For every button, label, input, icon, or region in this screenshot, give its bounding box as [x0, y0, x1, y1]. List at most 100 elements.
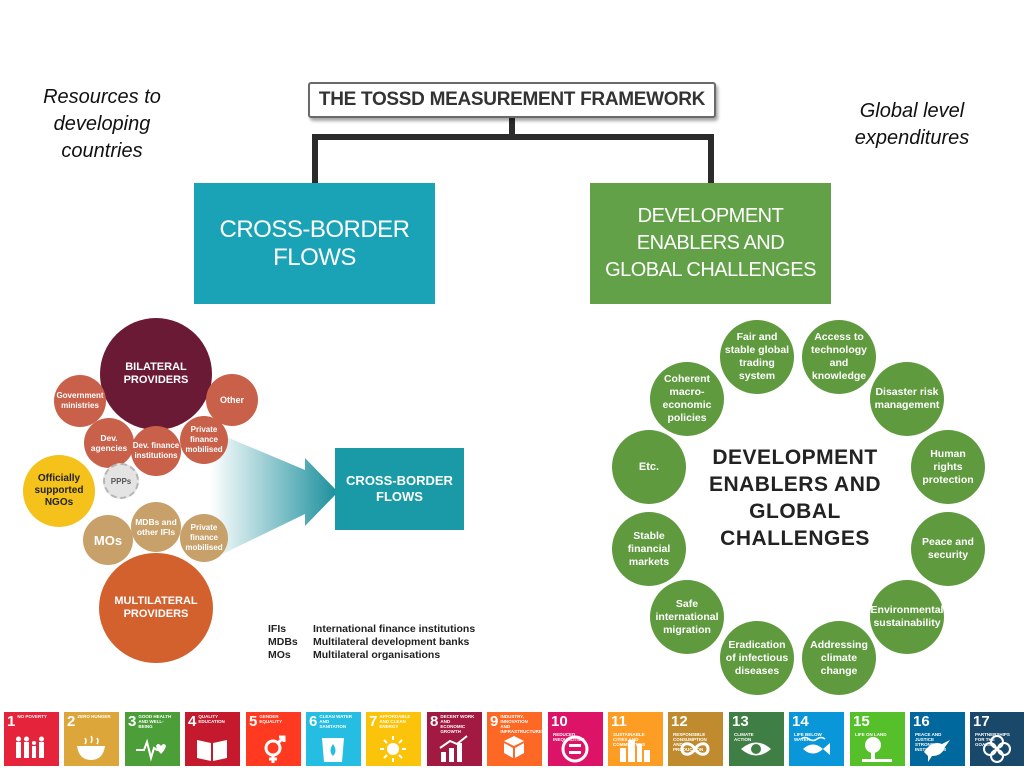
sdg-number: 5 — [249, 713, 258, 730]
growth-chart-icon — [439, 735, 468, 762]
sdg-tile-3: 3Good health and well-being — [125, 712, 180, 766]
sdg-label: Affordable and clean energy — [379, 714, 411, 729]
sdg-number: 3 — [128, 713, 137, 730]
sdg-number: 4 — [188, 713, 197, 730]
flow-arrow — [210, 430, 338, 560]
enabler-etc: Etc. — [612, 430, 686, 504]
sdg-number: 15 — [853, 713, 870, 730]
enabler-financial-markets: Stable financial markets — [612, 512, 686, 586]
sdg-number: 12 — [671, 713, 688, 730]
sdg-tile-10: 10Reduced inequalities — [548, 712, 603, 766]
equal-icon — [561, 735, 589, 763]
private-finance-top-circle: Private finance mobilised — [180, 416, 228, 464]
dove-icon — [924, 740, 950, 762]
government-ministries-circle: Government ministries — [54, 375, 106, 427]
dev-finance-institutions-circle: Dev. finance institutions — [131, 426, 181, 476]
family-icon — [16, 736, 44, 758]
sdg-number: 13 — [732, 713, 749, 730]
dev-agencies-circle: Dev. agencies — [84, 418, 134, 468]
enabler-human-rights: Human rights protection — [911, 430, 985, 504]
enabler-macro-policies: Coherent macro-economic policies — [650, 362, 724, 436]
sdg-number: 6 — [309, 713, 318, 730]
legend-abbr: MDBs — [268, 636, 298, 648]
ppps-circle: PPPs — [103, 463, 139, 499]
sdg-number: 16 — [913, 713, 930, 730]
enabler-infectious-diseases: Eradication of infectious diseases — [720, 621, 794, 695]
sdg-tile-15: 15Life on land — [850, 712, 905, 766]
multilateral-providers-circle: MULTILATERAL PROVIDERS — [99, 553, 213, 663]
sdg-number: 11 — [611, 713, 627, 730]
eye-icon — [741, 742, 771, 756]
enabler-climate-change: Addressing climate change — [802, 621, 876, 695]
city-icon — [620, 740, 650, 762]
fish-icon — [800, 736, 830, 755]
sdg-number: 9 — [490, 713, 499, 730]
legend-text: Multilateral development banks — [313, 636, 470, 648]
water-icon — [322, 738, 344, 762]
legend-ifis: IFIs International finance institutions — [268, 623, 475, 635]
legend-text: Multilateral organisations — [313, 649, 441, 661]
legend-text: International finance institutions — [313, 623, 476, 635]
mdbs-ifis-circle: MDBs and other IFIs — [131, 502, 181, 552]
heartbeat-icon — [136, 738, 166, 762]
sdg-label: Quality education — [198, 714, 225, 724]
sdg-tile-8: 8Decent work and economic growth — [427, 712, 482, 766]
sdg-tile-11: 11Sustainable cities and communities — [608, 712, 663, 766]
sdg-label: Partnerships for the goals — [975, 732, 1010, 747]
sdg-label: Life on land — [855, 732, 887, 737]
infinity-icon — [680, 742, 710, 756]
sdg-number: 2 — [67, 713, 76, 730]
sdg-tile-9: 9Industry, innovation and infrastructure — [487, 712, 542, 766]
cubes-icon — [504, 736, 524, 758]
sdg-number: 8 — [430, 713, 439, 730]
enablers-center-title: DEVELOPMENT ENABLERS AND GLOBAL CHALLENG… — [708, 446, 882, 550]
sdg-number: 14 — [792, 713, 809, 730]
sdg-tile-13: 13Climate action — [729, 712, 784, 766]
enabler-migration: Safe international migration — [650, 580, 724, 654]
legend-mos: MOs Multilateral organisations — [268, 649, 440, 661]
enabler-technology-knowledge: Access to technology and knowledge — [802, 320, 876, 394]
sdg-number: 17 — [973, 713, 990, 730]
bilateral-providers-circle: BILATERAL PROVIDERS — [100, 318, 212, 430]
gender-icon — [264, 735, 286, 763]
sdg-tile-6: 6Clean water and sanitation — [306, 712, 361, 766]
legend-abbr: IFIs — [268, 623, 287, 635]
cross-border-flows-box: CROSS-BORDER FLOWS — [194, 183, 435, 304]
sdg-tile-12: 12Responsible consumption and production — [668, 712, 723, 766]
sun-icon — [380, 736, 406, 762]
sdg-tile-2: 2Zero hunger — [64, 712, 119, 766]
sdg-tile-7: 7Affordable and clean energy — [366, 712, 421, 766]
sdg-tile-16: 16Peace and justice strong institutions — [910, 712, 965, 766]
mos-circle: MOs — [83, 515, 133, 565]
connector-left-drop — [312, 134, 318, 183]
connector-vertical-top — [509, 116, 515, 138]
bowl-icon — [77, 735, 105, 760]
development-enablers-box: DEVELOPMENT ENABLERS AND GLOBAL CHALLENG… — [590, 183, 831, 304]
sdg-tile-17: 17Partnerships for the goals — [970, 712, 1024, 766]
sdg-label: Decent work and economic growth — [440, 714, 475, 734]
sdg-label: Clean water and sanitation — [319, 714, 353, 729]
sdg-tile-1: 1No poverty — [4, 712, 59, 766]
tree-icon — [862, 737, 892, 762]
private-finance-bottom-circle: Private finance mobilised — [180, 514, 228, 562]
sdg-number: 10 — [551, 713, 568, 730]
cross-border-flows-target: CROSS-BORDER FLOWS — [335, 448, 464, 530]
sdg-label: Gender equality — [259, 714, 283, 724]
book-icon — [197, 740, 227, 761]
legend-abbr: MOs — [268, 649, 291, 661]
other-circle: Other — [206, 374, 258, 426]
left-side-note: Resources to developing countries — [43, 86, 161, 162]
enabler-disaster-risk: Disaster risk management — [870, 362, 944, 436]
right-side-note: Global level expenditures — [854, 100, 970, 149]
enabler-environmental: Environmental sustainability — [870, 580, 944, 654]
sdg-tile-4: 4Quality education — [185, 712, 240, 766]
framework-title: THE TOSSD MEASUREMENT FRAMEWORK — [308, 82, 716, 118]
rings-icon — [983, 735, 1011, 763]
sdg-label: Life below water — [794, 732, 822, 742]
sdg-label: Good health and well-being — [138, 714, 172, 729]
connector-right-drop — [708, 134, 714, 183]
sdg-number: 1 — [7, 713, 16, 730]
connector-horizontal — [312, 134, 714, 140]
legend-mdbs: MDBs Multilateral development banks — [268, 636, 469, 648]
enabler-trading-system: Fair and stable global trading system — [720, 320, 794, 394]
